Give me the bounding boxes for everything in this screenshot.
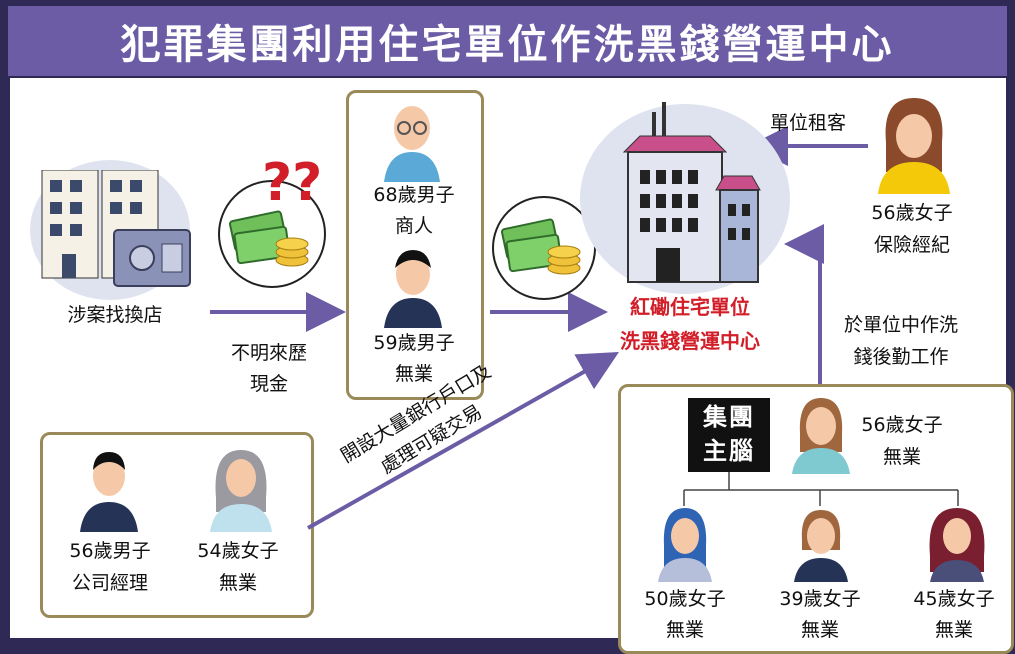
man68-line2: 商人 bbox=[394, 215, 433, 237]
question-icon: ?? bbox=[262, 153, 322, 210]
money-icon-2 bbox=[501, 218, 581, 275]
man59-avatar bbox=[384, 250, 442, 328]
man56-line1: 56歲男子 bbox=[69, 540, 151, 562]
woman56b-line1: 56歲女子 bbox=[861, 414, 943, 436]
woman45-avatar bbox=[929, 508, 985, 582]
man56-line2: 公司經理 bbox=[71, 572, 148, 594]
woman56b-avatar bbox=[792, 398, 850, 474]
woman45-line1: 45歲女子 bbox=[913, 588, 995, 610]
shop-label: 涉案找換店 bbox=[67, 304, 163, 326]
cash-label-line2: 現金 bbox=[249, 373, 288, 395]
tower-icon bbox=[622, 102, 761, 283]
woman39-line1: 39歲女子 bbox=[779, 588, 861, 610]
man68-avatar bbox=[384, 106, 440, 182]
man56-avatar bbox=[80, 452, 138, 532]
arrow-syndicate-to-center bbox=[784, 224, 824, 384]
woman45-line2: 無業 bbox=[934, 619, 973, 641]
woman50-avatar bbox=[658, 508, 712, 582]
org-tree bbox=[683, 470, 959, 506]
boss-line2: 主腦 bbox=[703, 437, 755, 465]
woman56a-line2: 保險經紀 bbox=[873, 234, 950, 256]
woman50-line2: 無業 bbox=[665, 619, 704, 641]
woman54-line1: 54歲女子 bbox=[197, 540, 279, 562]
money-icon bbox=[229, 210, 309, 267]
center-line2: 洗黑錢營運中心 bbox=[620, 329, 760, 353]
man59-line1: 59歲男子 bbox=[373, 332, 455, 354]
woman56a-avatar bbox=[878, 98, 950, 194]
woman56a-line1: 56歲女子 bbox=[871, 202, 953, 224]
safe-icon bbox=[113, 229, 191, 287]
svg-text:??: ?? bbox=[262, 153, 322, 210]
page-title: 犯罪集團利用住宅單位作洗黑錢營運中心 bbox=[120, 22, 895, 68]
boss-badge: 集團 主腦 bbox=[688, 398, 770, 472]
work-line1: 於單位中作洗 bbox=[843, 314, 958, 336]
woman39-avatar bbox=[794, 510, 848, 582]
man59-line2: 無業 bbox=[394, 363, 433, 385]
woman56b-line2: 無業 bbox=[882, 446, 921, 468]
center-line1: 紅磡住宅單位 bbox=[630, 295, 750, 319]
work-line2: 錢後勤工作 bbox=[853, 346, 949, 368]
man68-line1: 68歲男子 bbox=[373, 184, 455, 206]
arrow-bank-to-center bbox=[307, 352, 619, 530]
cash-label-line1: 不明來歷 bbox=[230, 342, 307, 364]
tenant-label: 單位租客 bbox=[769, 112, 846, 134]
woman54-avatar bbox=[210, 450, 272, 532]
woman50-line1: 50歲女子 bbox=[644, 588, 726, 610]
title-banner: 犯罪集團利用住宅單位作洗黑錢營運中心 bbox=[8, 6, 1007, 76]
woman54-line2: 無業 bbox=[218, 572, 257, 594]
woman39-line2: 無業 bbox=[800, 619, 839, 641]
boss-line1: 集團 bbox=[703, 403, 755, 431]
